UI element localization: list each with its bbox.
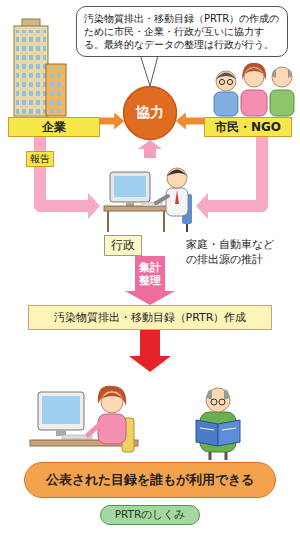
flow-arrow (40, 137, 100, 219)
edge-label: 集計 整理 (137, 261, 162, 287)
arrow-shaft (100, 118, 115, 125)
person-head (167, 168, 187, 188)
desk-leg (107, 211, 109, 232)
monitor (110, 172, 150, 202)
person-leg (209, 452, 212, 460)
cooperation-circle: 協力 (123, 86, 177, 140)
flow-arrow (138, 140, 162, 158)
person-body (241, 90, 267, 116)
person-head (272, 67, 292, 87)
arrow-head (129, 356, 171, 372)
person-body (98, 414, 126, 444)
circle-shape (124, 87, 177, 140)
glasses (227, 79, 232, 84)
factory-building (46, 64, 66, 116)
person-leg (225, 452, 228, 460)
flow-arrow (100, 113, 124, 130)
person-head (206, 388, 230, 412)
arrow-head (125, 291, 175, 305)
book-line (200, 428, 214, 430)
person-hair (101, 393, 123, 400)
node-text: 公表された目録を誰もが利用できる (24, 462, 276, 498)
person-arm (88, 424, 100, 435)
result-panel: 公表された目録を誰もが利用できる (24, 372, 276, 498)
speech-bubble: 汚染物質排出・移動目録（PRTR）の作成のために市民・企業・行政が互いに協力する… (76, 6, 288, 57)
book (218, 420, 240, 446)
person-head (101, 391, 123, 413)
arrow-head (176, 113, 186, 130)
monitor-screen (114, 176, 146, 197)
caption: PRTRのしくみ (100, 505, 200, 525)
government-station: 行政 (100, 158, 196, 256)
flow-arrow (176, 113, 204, 130)
glasses (211, 399, 217, 405)
edge-label: 報告 (26, 151, 54, 167)
office-building (14, 26, 48, 116)
person-arm (156, 196, 168, 203)
glasses (219, 399, 225, 405)
process-box: 汚染物質排出・移動目録（PRTR）作成 (28, 305, 272, 330)
building-windows (16, 30, 46, 114)
node-text: 企業 (42, 119, 66, 136)
arrow-head (138, 140, 162, 149)
flow-arrow (125, 256, 175, 305)
arrow-shaft (207, 137, 262, 206)
person-hair (244, 68, 264, 74)
actor-band: 市民・NGO (204, 117, 292, 137)
arrow-shaft (144, 148, 156, 158)
node-text: 市民・NGO (215, 119, 281, 136)
flow-arrow (129, 330, 171, 372)
monitor-stand (126, 202, 134, 206)
actor-band: 企業 (8, 117, 100, 137)
arrow-head (114, 113, 124, 130)
desk (104, 206, 168, 211)
node-text: 汚染物質排出・移動目録（PRTR）作成 (54, 310, 247, 325)
glasses (219, 79, 224, 84)
flow-arrow (196, 137, 262, 219)
node-text: 行政 (104, 235, 142, 256)
book-line (222, 428, 236, 430)
person-body (214, 92, 238, 116)
arrow-head (196, 193, 208, 219)
person-hair (167, 170, 187, 177)
node-text: 協力 (136, 104, 164, 122)
person-hair (272, 70, 292, 78)
book (196, 420, 218, 446)
monitor (38, 392, 84, 430)
person-body (270, 90, 294, 116)
necktie (175, 190, 179, 204)
arrow-shaft (140, 330, 160, 357)
person-hair (207, 390, 229, 400)
arrow-shaft (135, 256, 165, 292)
chair-leg (186, 224, 188, 232)
arrow-head (88, 193, 100, 219)
person-body (166, 188, 188, 216)
annotation: 家庭・自動車などの排出源の推計 (186, 238, 278, 268)
monitor-screen (42, 396, 80, 424)
node-text: 汚染物質排出・移動目録（PRTR）の作成のために市民・企業・行政が互いに協力する… (84, 12, 280, 51)
desk-leg (163, 211, 165, 232)
arrow-shaft (40, 137, 89, 206)
person-hair (216, 73, 236, 80)
person-head (244, 67, 264, 87)
building-windows (48, 68, 64, 114)
person-head (216, 71, 236, 91)
arrow-shaft (185, 118, 204, 125)
